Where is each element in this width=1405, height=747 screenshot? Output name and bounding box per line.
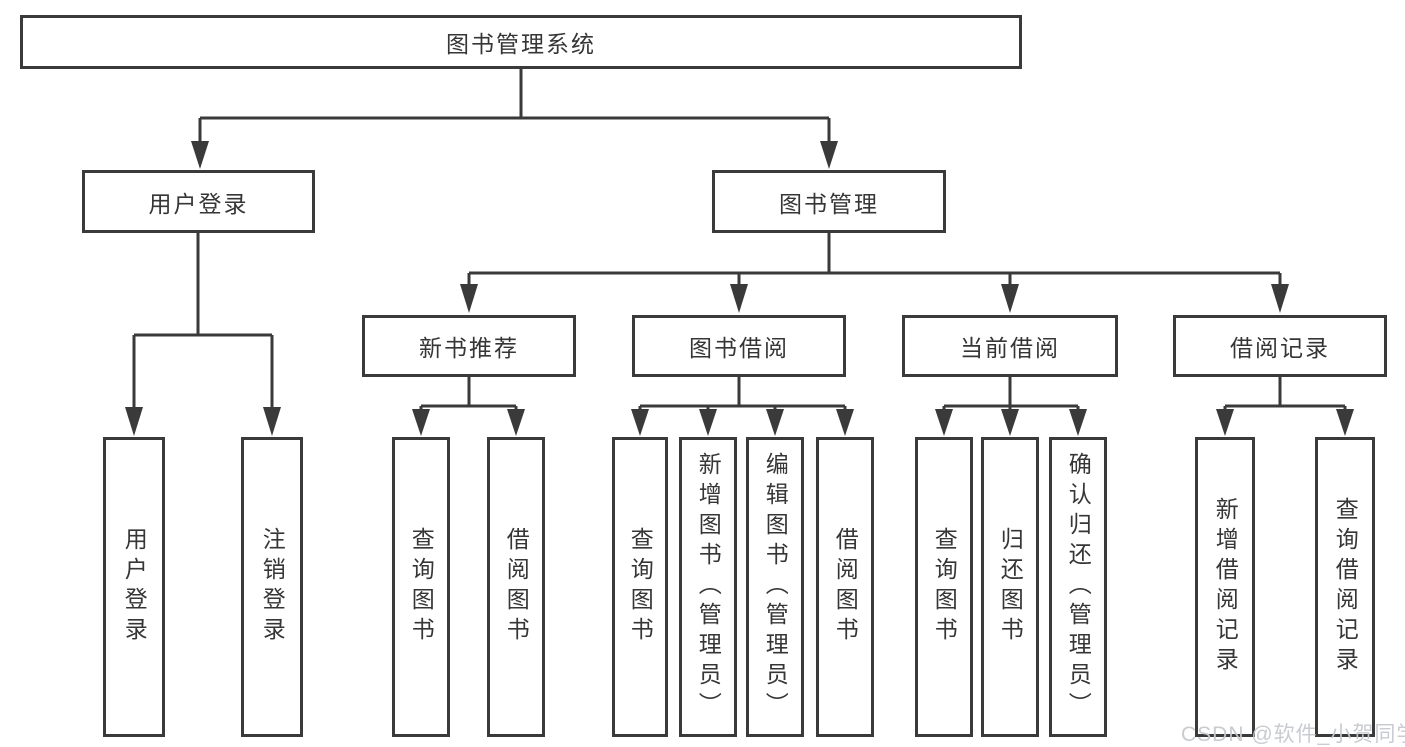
leaf-bb-edit-books-admin-label: 编辑图书（管理员） — [762, 452, 789, 722]
leaf-br-query-record-label: 查询借阅记录 — [1332, 497, 1359, 677]
node-library-system: 图书管理系统 — [20, 15, 1022, 69]
node-borrow-records: 借阅记录 — [1173, 315, 1387, 377]
leaf-user-login: 用户登录 — [103, 437, 165, 737]
leaf-cb-return-books-label: 归还图书 — [997, 527, 1024, 647]
leaf-nb-borrow-books: 借阅图书 — [487, 437, 545, 737]
leaf-cb-query-books-label: 查询图书 — [931, 527, 958, 647]
connector-new-books-to-leaves — [419, 377, 518, 412]
leaf-br-query-record: 查询借阅记录 — [1315, 437, 1375, 737]
connector-root-to-level2 — [198, 68, 831, 144]
arrowheads-book-management-to-level3 — [460, 284, 1289, 313]
leaf-bb-add-books-admin: 新增图书（管理员） — [679, 437, 737, 737]
leaf-bb-borrow-books: 借阅图书 — [816, 437, 874, 737]
arrowheads-borrow-records-to-leaves — [1216, 409, 1354, 436]
leaf-br-add-record: 新增借阅记录 — [1195, 437, 1255, 737]
leaf-user-login-label: 用户登录 — [121, 527, 148, 647]
arrowheads-user-login-to-leaves — [125, 407, 281, 436]
leaf-nb-borrow-books-label: 借阅图书 — [503, 527, 530, 647]
leaf-nb-query-books-label: 查询图书 — [408, 527, 435, 647]
arrowheads-root-to-level2 — [191, 141, 838, 169]
arrowheads-new-books-to-leaves — [412, 409, 525, 436]
connector-borrow-records-to-leaves — [1223, 377, 1347, 412]
leaf-bb-borrow-books-label: 借阅图书 — [832, 527, 859, 647]
node-new-book-recommend-label: 新书推荐 — [419, 335, 519, 361]
leaf-logout-label: 注销登录 — [259, 527, 286, 647]
node-book-borrow-label: 图书借阅 — [689, 335, 789, 361]
connector-current-borrow-to-leaves — [942, 377, 1080, 412]
leaf-cb-confirm-return-admin-label: 确认归还（管理员） — [1065, 452, 1092, 722]
leaf-bb-query-books-label: 查询图书 — [627, 527, 654, 647]
leaf-logout: 注销登录 — [241, 437, 303, 737]
leaf-bb-query-books: 查询图书 — [612, 437, 668, 737]
watermark: CSDN @软件_小贺同学 — [1181, 723, 1405, 746]
leaf-nb-query-books: 查询图书 — [392, 437, 450, 737]
node-borrow-records-label: 借阅记录 — [1230, 335, 1330, 361]
node-library-system-label: 图书管理系统 — [446, 31, 596, 57]
node-user-login: 用户登录 — [82, 170, 315, 233]
node-new-book-recommend: 新书推荐 — [362, 315, 576, 377]
leaf-cb-return-books: 归还图书 — [981, 437, 1039, 737]
node-book-management: 图书管理 — [712, 170, 946, 233]
node-book-borrow: 图书借阅 — [632, 315, 846, 377]
node-user-login-label: 用户登录 — [148, 190, 249, 217]
node-book-management-label: 图书管理 — [779, 190, 879, 217]
connector-user-login-to-leaves — [132, 233, 274, 410]
node-current-borrow: 当前借阅 — [902, 315, 1118, 377]
leaf-br-add-record-label: 新增借阅记录 — [1212, 497, 1239, 677]
arrowheads-current-borrow-to-leaves — [935, 409, 1087, 436]
connector-book-borrow-to-leaves — [638, 377, 847, 412]
leaf-cb-query-books: 查询图书 — [915, 437, 973, 737]
leaf-cb-confirm-return-admin: 确认归还（管理员） — [1049, 437, 1107, 737]
arrowheads-book-borrow-to-leaves — [631, 409, 854, 436]
node-current-borrow-label: 当前借阅 — [960, 335, 1060, 361]
leaf-bb-add-books-admin-label: 新增图书（管理员） — [695, 452, 722, 722]
leaf-bb-edit-books-admin: 编辑图书（管理员） — [746, 437, 804, 737]
connector-book-management-to-level3 — [467, 233, 1282, 286]
